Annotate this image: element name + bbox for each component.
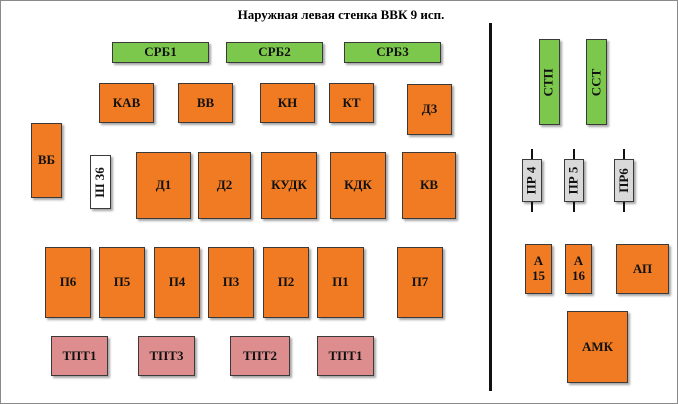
- block-kudk: КУДК: [261, 152, 317, 219]
- block-amk: АМК: [567, 311, 628, 383]
- block-pr6-label: ПР6: [615, 168, 631, 193]
- block-tpt2: ТПТ2: [230, 336, 290, 376]
- block-stp: СТП: [539, 39, 560, 125]
- block-p1: П1: [317, 247, 364, 318]
- block-pr5: ПР 5: [564, 159, 584, 202]
- block-d1: Д1: [136, 152, 191, 219]
- block-pr4: ПР 4: [522, 159, 542, 202]
- block-sst: ССТ: [586, 39, 607, 125]
- pr4-bottom-pin: [531, 202, 533, 212]
- block-tpt3: ТПТ3: [138, 336, 195, 376]
- block-sh36-label: Ш 36: [92, 166, 108, 198]
- block-kv: КВ: [402, 152, 456, 219]
- pr4-top-pin: [531, 149, 533, 159]
- section-divider: [489, 23, 492, 391]
- diagram-title: Наружная левая стенка ВВК 9 исп.: [237, 7, 445, 22]
- block-d2: Д2: [198, 152, 251, 219]
- block-vv: ВВ: [178, 83, 233, 123]
- block-vb: ВБ: [31, 123, 62, 198]
- block-ap: АП: [616, 244, 669, 294]
- block-p7: П7: [397, 247, 443, 318]
- pr6-bottom-pin: [623, 202, 625, 212]
- block-a15: А 15: [525, 244, 552, 294]
- block-p4: П4: [154, 247, 200, 318]
- pr5-bottom-pin: [573, 202, 575, 212]
- block-stp-label: СТП: [541, 67, 557, 97]
- block-pr4-label: ПР 4: [523, 166, 539, 195]
- block-sh36: Ш 36: [90, 155, 111, 209]
- block-kdk: КДК: [330, 152, 386, 219]
- pr6-top-pin: [623, 149, 625, 159]
- block-p5: П5: [99, 247, 145, 318]
- block-d3: Д3: [407, 84, 452, 135]
- block-tpt1-right: ТПТ1: [317, 336, 374, 376]
- block-p2: П2: [263, 247, 309, 318]
- block-p3: П3: [208, 247, 254, 318]
- block-a16-label: А 16: [572, 253, 585, 283]
- block-p6: П6: [45, 247, 91, 318]
- block-a16: А 16: [565, 244, 592, 294]
- block-pr6: ПР6: [614, 159, 634, 202]
- block-kt: КТ: [329, 83, 374, 123]
- block-sst-label: ССТ: [588, 68, 604, 96]
- block-tpt1-left: ТПТ1: [51, 336, 108, 376]
- block-srb3: СРБ3: [344, 42, 441, 63]
- pr5-top-pin: [573, 149, 575, 159]
- block-srb1: СРБ1: [112, 42, 209, 63]
- block-kn: КН: [260, 83, 315, 123]
- block-a15-label: А 15: [532, 253, 545, 283]
- block-srb2: СРБ2: [226, 42, 323, 63]
- block-kav: КАВ: [99, 83, 154, 123]
- block-pr5-label: ПР 5: [565, 166, 581, 195]
